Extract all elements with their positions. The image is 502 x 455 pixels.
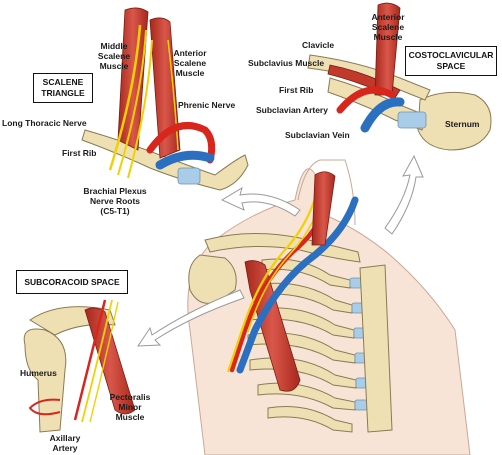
- nerves-inset: [81, 299, 113, 423]
- subclavian-artery-inset-2: [336, 86, 396, 114]
- torso-illustration: [187, 159, 471, 455]
- label-first-rib-2: First Rib: [279, 85, 314, 95]
- label-middle-scalene: Middle Scalene Muscle: [97, 41, 131, 71]
- plexus-roots-inset-2: [117, 29, 147, 176]
- subclavian-vein-inset-1: [155, 150, 215, 170]
- label-axillary-artery: Axillary Artery: [49, 433, 81, 453]
- label-subclavian-artery: Subclavian Artery: [256, 105, 328, 115]
- rib-1: [261, 258, 351, 289]
- label-clavicle: Clavicle: [302, 40, 335, 50]
- label-subclavius-muscle: Subclavius Muscle: [248, 58, 325, 68]
- sternum-main: [359, 264, 393, 433]
- label-phrenic-nerve: Phrenic Nerve: [178, 100, 236, 110]
- costoclavicular-inset: [307, 2, 492, 151]
- scalene-inset: [81, 7, 249, 191]
- arrow-to-costoclavicular: [384, 154, 424, 235]
- label-first-rib-1: First Rib: [62, 148, 97, 158]
- clavicle-main: [204, 233, 361, 263]
- anterior-scalene-inset-2: [374, 2, 401, 96]
- subcoracoid-space-box: SUBCORACOID SPACE: [16, 270, 128, 294]
- label-brachial-plexus: Brachial Plexus Nerve Roots (C5-T1): [83, 186, 147, 216]
- phrenic-nerve-inset: [167, 39, 179, 151]
- plexus-roots-inset-3: [127, 39, 153, 179]
- label-humerus: Humerus: [20, 368, 57, 378]
- scalene-triangle-box: SCALENE TRIANGLE: [33, 73, 93, 103]
- sternum-inset: [417, 91, 492, 151]
- arrow-to-scalene: [220, 186, 301, 217]
- plexus-roots-inset-1: [108, 24, 142, 171]
- subclavian-vein-main: [236, 196, 359, 374]
- callout-arrows: [137, 154, 424, 347]
- brachial-plexus-main: [226, 179, 322, 373]
- label-subclavian-vein: Subclavian Vein: [285, 130, 350, 140]
- costoclavicular-space-box: COSTOCLAVICULAR SPACE: [405, 46, 497, 76]
- label-anterior-scalene-1: Anterior Scalene Muscle: [173, 48, 207, 78]
- axillary-circumflex-inset: [28, 398, 61, 416]
- arrow-to-subcoracoid: [137, 289, 245, 347]
- subclavian-vein-inset-2: [360, 97, 405, 133]
- scalene-main: [311, 171, 336, 246]
- humerus-inset: [23, 328, 67, 433]
- label-pectoralis-minor: Pectoralis Minor Muscle: [109, 392, 151, 422]
- nerves-inset-2: [89, 301, 119, 423]
- rib-7: [267, 406, 353, 433]
- subcoracoid-inset: [23, 299, 136, 433]
- axillary-artery-inset: [73, 299, 107, 421]
- label-sternum: Sternum: [445, 119, 480, 129]
- label-anterior-scalene-2: Anterior Scalene Muscle: [371, 12, 405, 42]
- subclavian-artery-inset-1: [146, 122, 216, 164]
- label-long-thoracic-nerve: Long Thoracic Nerve: [2, 118, 87, 128]
- humerus-main: [188, 254, 237, 304]
